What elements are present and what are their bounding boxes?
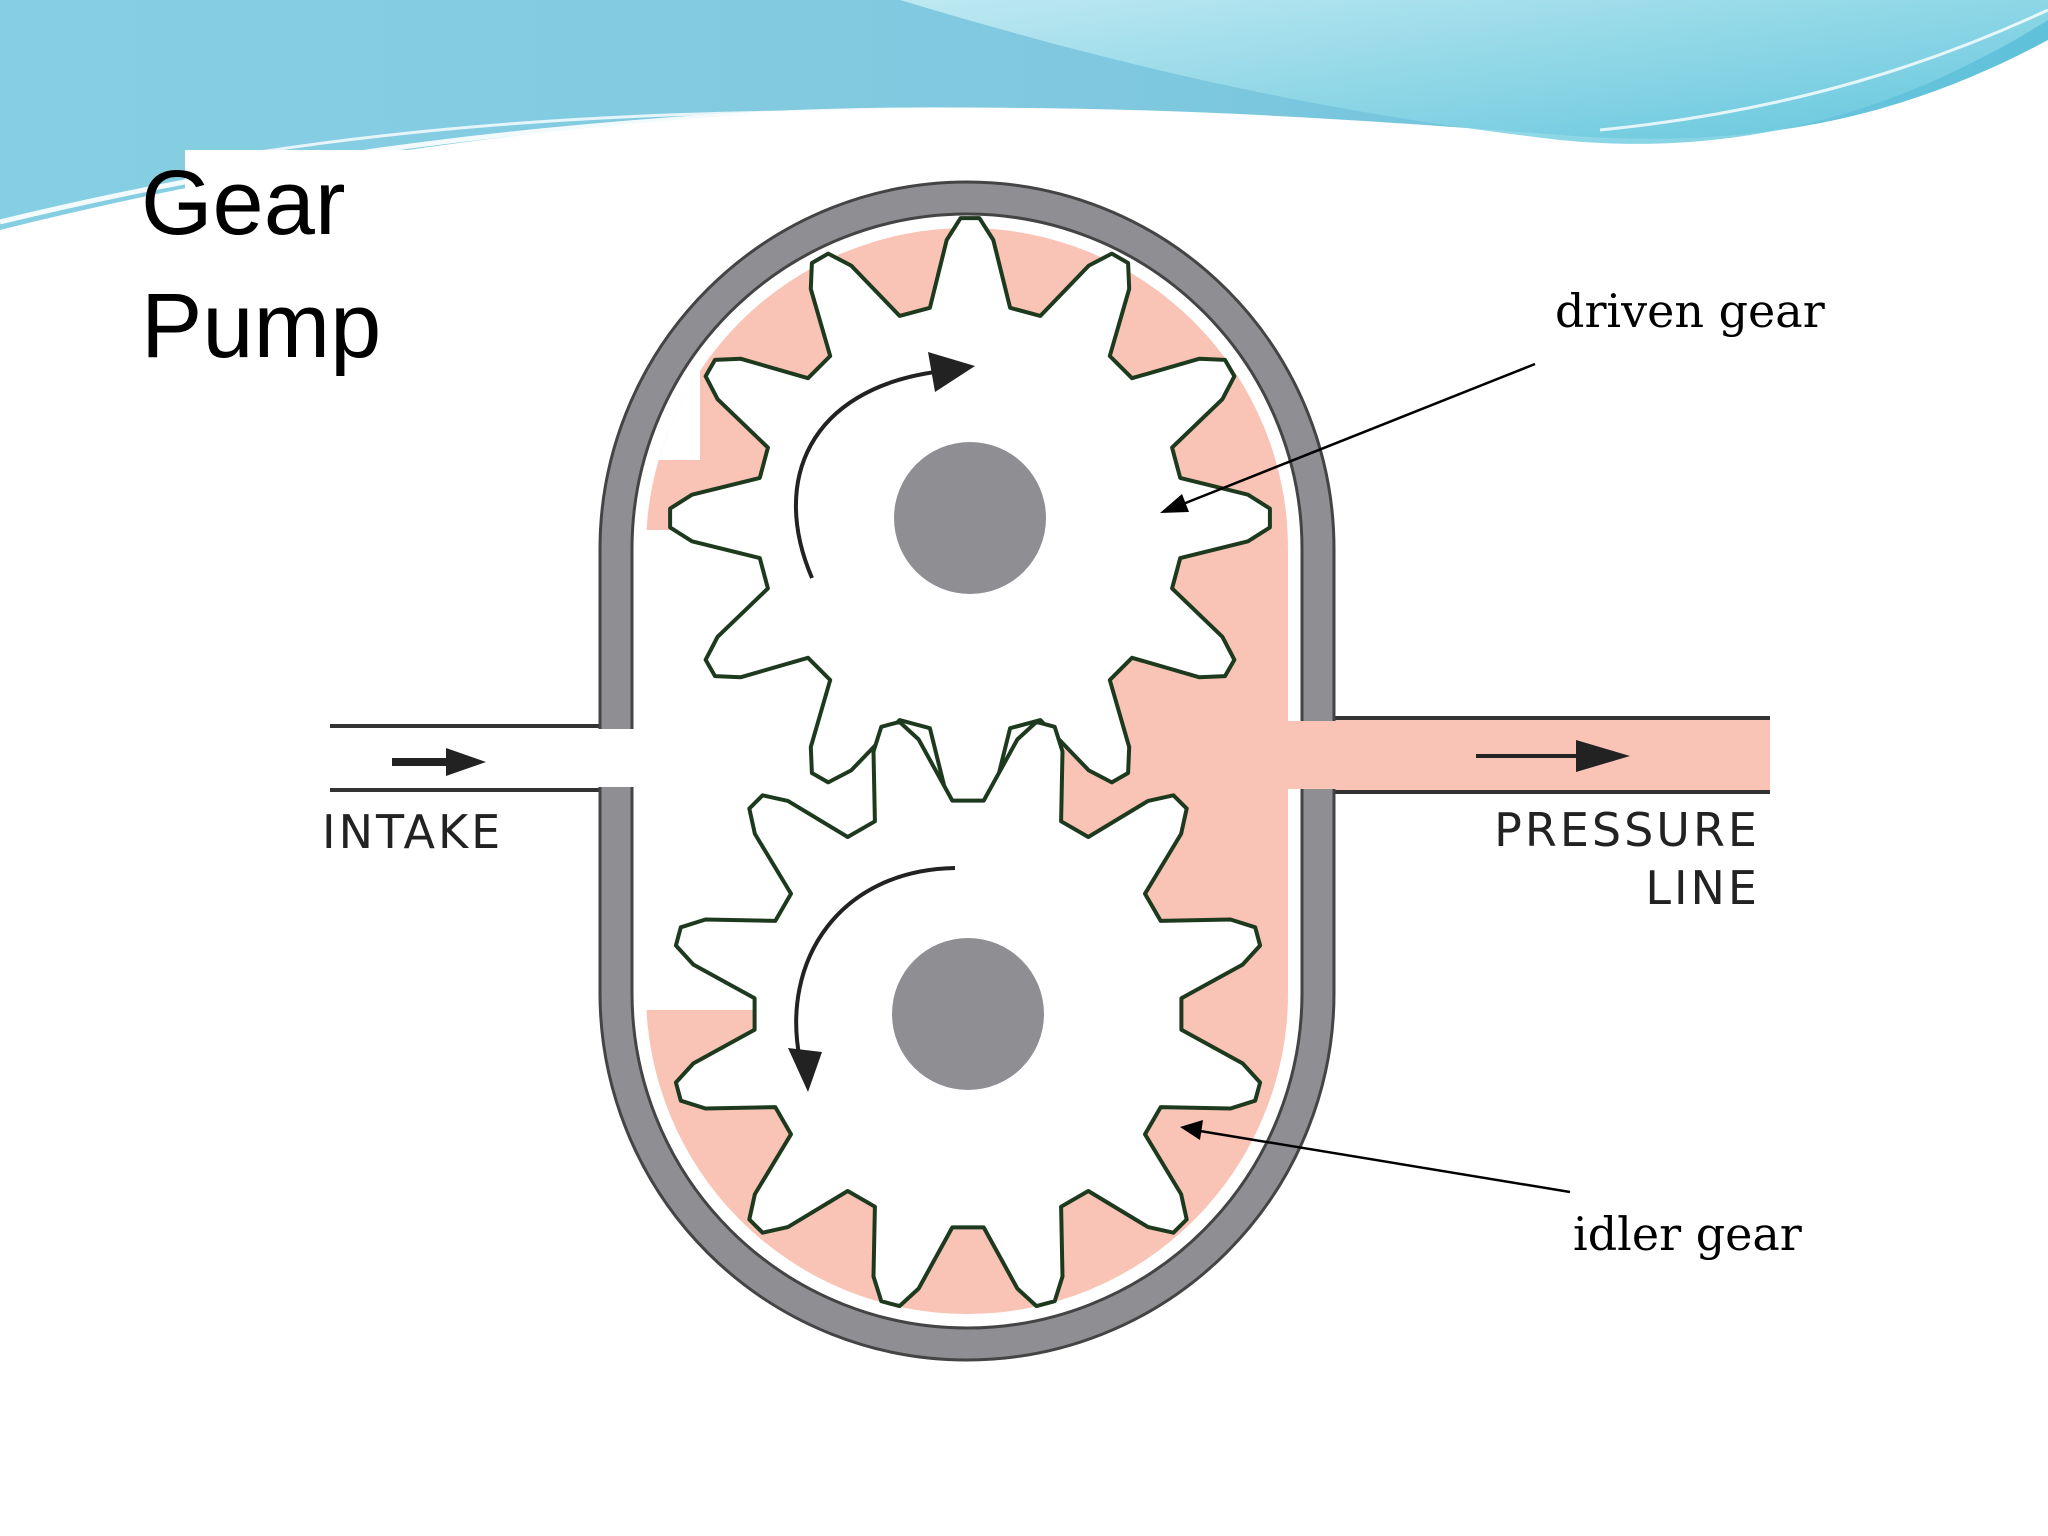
idler-gear-hub bbox=[892, 938, 1044, 1090]
driven-gear-label: driven gear bbox=[1555, 284, 1825, 338]
driven-gear-hub bbox=[894, 442, 1046, 594]
pressure-flow-arrow-icon bbox=[1476, 740, 1630, 772]
driven-gear bbox=[668, 216, 1272, 820]
idler-gear-callout: idler gear bbox=[1180, 1120, 1802, 1261]
driven-gear-callout: driven gear bbox=[1160, 284, 1825, 513]
rotation-arrow-bottom-icon bbox=[788, 866, 956, 1092]
title-line-2: Pump bbox=[141, 275, 382, 377]
intake-label: INTAKE bbox=[322, 805, 503, 859]
intake-flow-arrow-icon bbox=[392, 748, 486, 776]
rotation-arrow-top-icon bbox=[793, 352, 975, 579]
pressure-label-line1: PRESSURE bbox=[1494, 803, 1760, 857]
idler-gear bbox=[673, 719, 1263, 1309]
gear-group bbox=[668, 216, 1272, 1309]
title-line-1: Gear bbox=[141, 152, 346, 254]
idler-gear-label: idler gear bbox=[1573, 1207, 1802, 1261]
slide-title: Gear Pump bbox=[141, 142, 381, 388]
pressure-label-line2: LINE bbox=[1645, 861, 1760, 915]
